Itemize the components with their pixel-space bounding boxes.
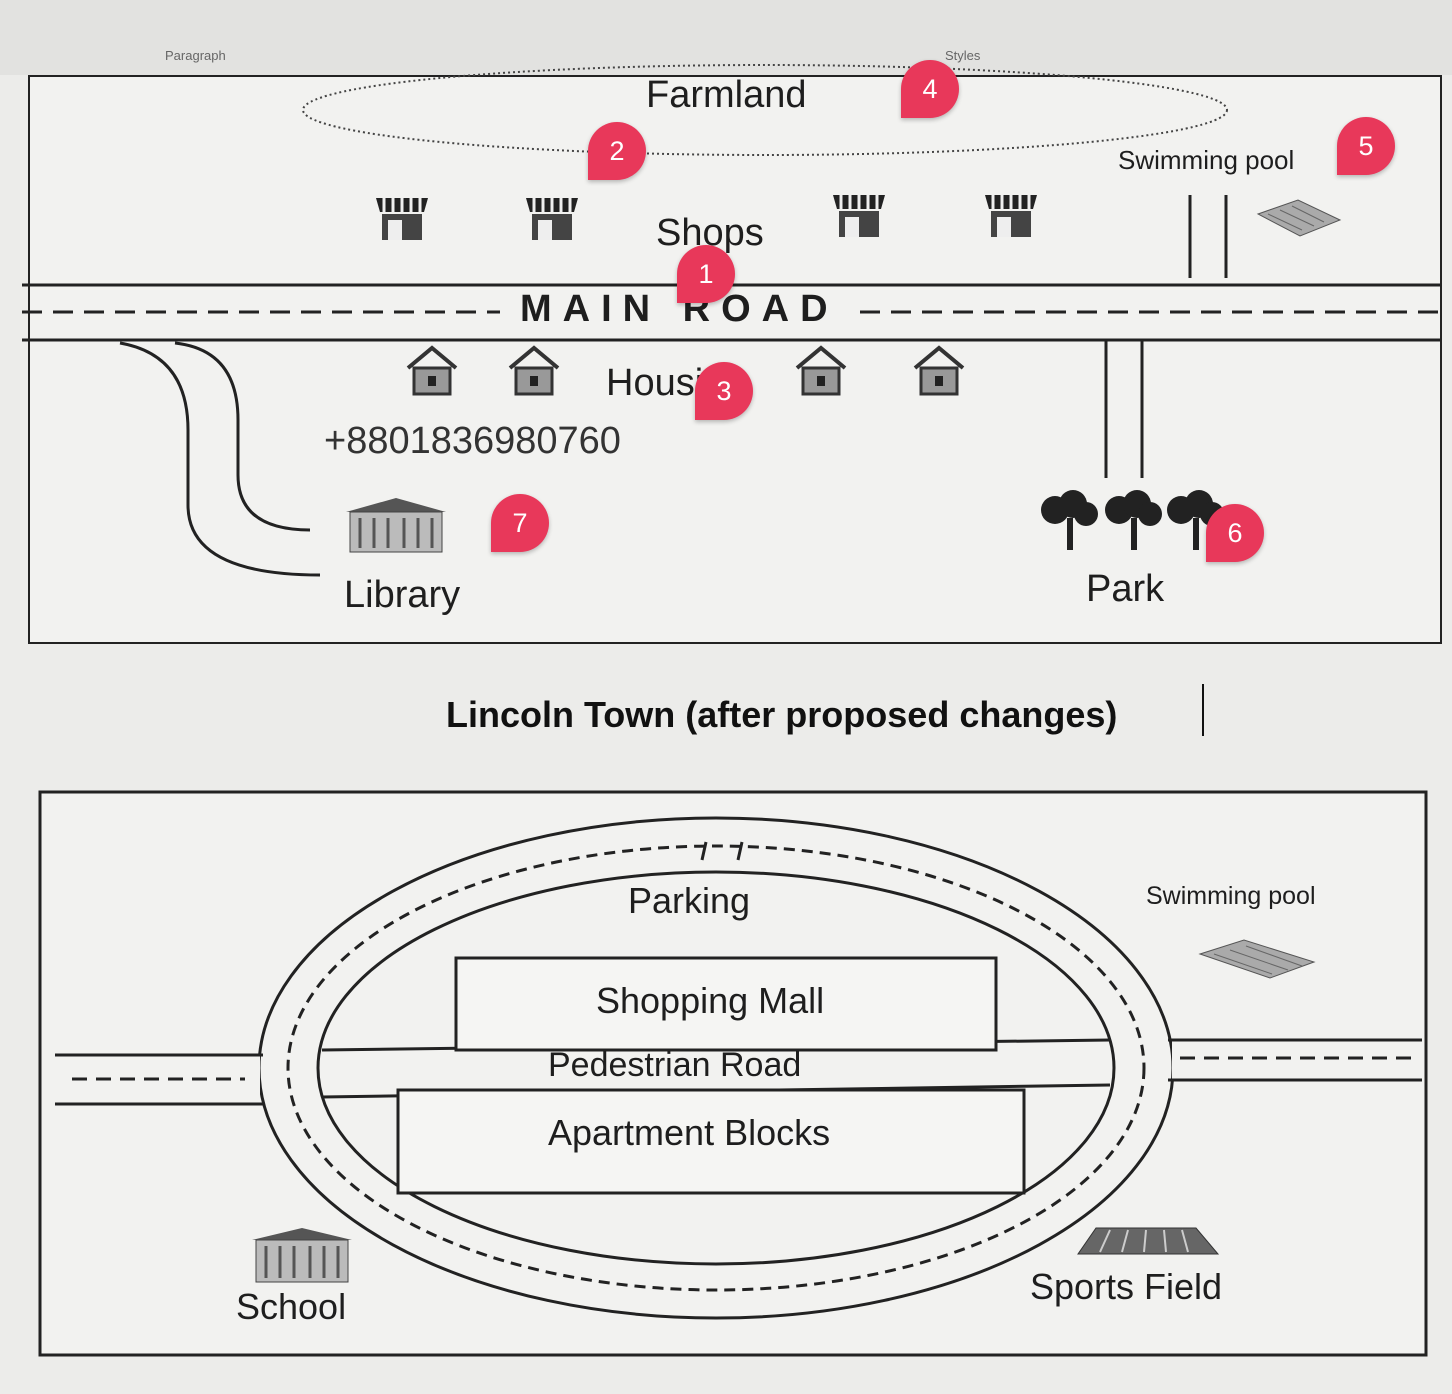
library-building-icon bbox=[346, 498, 446, 553]
road-east bbox=[1172, 1040, 1422, 1080]
sports-field-label: Sports Field bbox=[1030, 1266, 1223, 1307]
annotation-marker[interactable]: 1 bbox=[677, 245, 735, 303]
shopping-mall-block bbox=[454, 956, 998, 1052]
swimming-pool-icon bbox=[1198, 939, 1316, 979]
annotation-marker[interactable]: 3 bbox=[695, 362, 753, 420]
annotation-marker[interactable]: 4 bbox=[901, 60, 959, 118]
farmland-label: Farmland bbox=[646, 74, 807, 116]
house-icon bbox=[913, 345, 965, 396]
shop-icon bbox=[526, 198, 578, 240]
shopping-mall-label: Shopping Mall bbox=[596, 980, 825, 1021]
house-icon bbox=[795, 345, 847, 396]
school-label: School bbox=[236, 1286, 347, 1327]
tree-icon bbox=[1105, 490, 1162, 550]
house-icon bbox=[406, 345, 458, 396]
farmland-area bbox=[302, 64, 1228, 156]
shop-icon bbox=[833, 195, 885, 237]
swimming-pool-label: Swimming pool bbox=[1146, 882, 1316, 910]
annotation-marker[interactable]: 7 bbox=[491, 494, 549, 552]
ribbon-styles-label[interactable]: Styles bbox=[945, 48, 981, 63]
phone-number-overlay: +8801836980760 bbox=[324, 420, 621, 462]
ribbon-paragraph-label[interactable]: Paragraph bbox=[165, 48, 226, 63]
swimming-pool-icon bbox=[1256, 199, 1342, 237]
apartment-blocks-label: Apartment Blocks bbox=[548, 1112, 831, 1153]
shop-icon bbox=[985, 195, 1037, 237]
annotation-marker[interactable]: 5 bbox=[1337, 117, 1395, 175]
annotation-marker[interactable]: 2 bbox=[588, 122, 646, 180]
house-icon bbox=[508, 345, 560, 396]
library-road-inner bbox=[174, 341, 311, 532]
annotation-marker[interactable]: 6 bbox=[1206, 504, 1264, 562]
text-cursor bbox=[1202, 684, 1204, 736]
tree-icon bbox=[1041, 490, 1098, 550]
ring-road-inner bbox=[316, 870, 1116, 1266]
park-label: Park bbox=[1086, 568, 1165, 610]
shop-icon bbox=[376, 198, 428, 240]
parking-entrance bbox=[700, 841, 744, 861]
map-caption: Lincoln Town (after proposed changes) bbox=[446, 694, 1118, 735]
pedestrian-road-label: Pedestrian Road bbox=[548, 1046, 802, 1084]
library-road-outer bbox=[119, 341, 321, 577]
parking-label: Parking bbox=[628, 880, 751, 921]
apartment-blocks-block bbox=[396, 1088, 1026, 1195]
swimming-pool-label: Swimming pool bbox=[1118, 145, 1295, 175]
main-road-label: MAIN ROAD bbox=[514, 288, 845, 331]
ring-road-dash bbox=[286, 844, 1146, 1292]
library-label: Library bbox=[344, 574, 461, 616]
document-ribbon: Paragraph Styles bbox=[0, 0, 1452, 75]
sports-field-icon bbox=[1077, 1227, 1220, 1255]
school-building-icon bbox=[252, 1228, 352, 1283]
